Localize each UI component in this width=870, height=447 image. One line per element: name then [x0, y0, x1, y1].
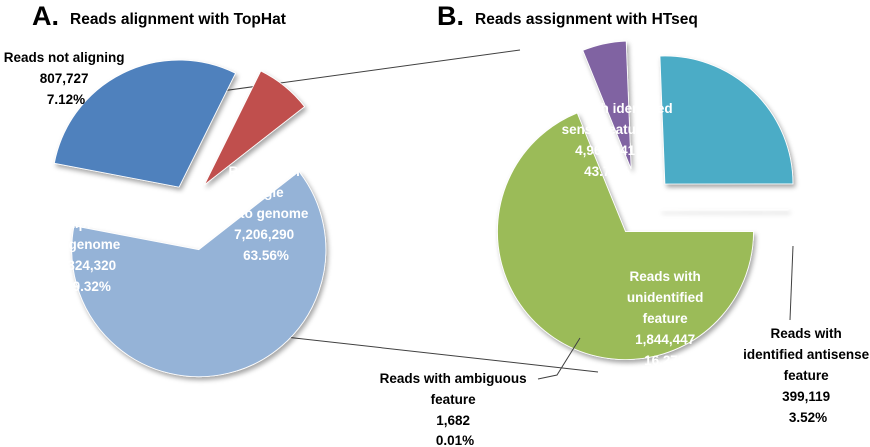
leader-line-antisense — [789, 245, 794, 321]
panel-b-letter: B. — [437, 1, 464, 31]
pie-b — [497, 40, 794, 360]
label-unidentified: Reads with unidentified feature 1,844,44… — [627, 269, 707, 368]
panel-b-title: B. Reads assignment with HTseq — [437, 1, 698, 31]
leader-line-ambiguous — [537, 337, 581, 380]
panel-a-title: A. Reads alignment with TopHat — [32, 1, 286, 31]
connector-line-bottom — [231, 330, 599, 373]
label-single-hit: Reads with single hit to genome 7,206,29… — [220, 164, 312, 263]
label-ambiguous: Reads with ambiguous feature 1,682 0.01% — [380, 371, 531, 447]
label-antisense: Reads with identified antisense feature … — [743, 326, 870, 425]
slice-labels: Reads not aligning 807,727 7.12% Reads w… — [4, 50, 870, 447]
label-sense: Reads with identified sense feature 4,96… — [538, 101, 677, 179]
slice-not-aligning — [204, 70, 306, 186]
slice-single — [71, 170, 327, 378]
leader-lines — [537, 245, 794, 380]
pie-a — [53, 59, 327, 378]
panel-b-chart-title: Reads assignment with HTseq — [475, 11, 698, 28]
slice-sense — [497, 112, 754, 360]
slice-multiple — [53, 59, 237, 188]
label-not-aligning: Reads not aligning 807,727 7.12% — [4, 50, 129, 107]
panel-a-letter: A. — [32, 1, 59, 31]
slice-unidentified — [659, 55, 794, 185]
slice-antisense — [582, 40, 632, 170]
label-multiple-hits: Reads with multiple hits to genome 3,324… — [46, 195, 129, 294]
panel-a-chart-title: Reads alignment with TopHat — [70, 11, 286, 28]
connector-line-top — [199, 49, 521, 95]
